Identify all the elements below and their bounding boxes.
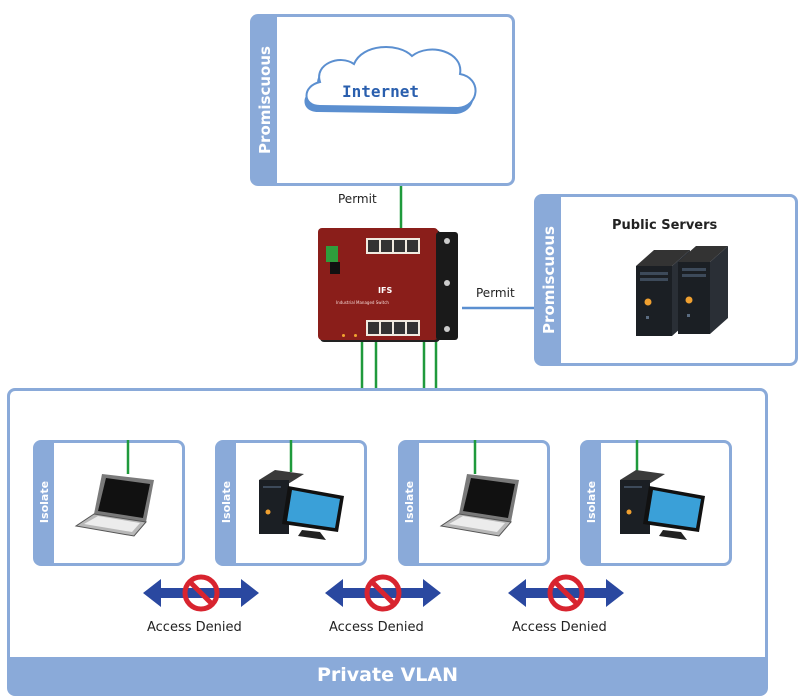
access-denied-label-3: Access Denied	[512, 620, 607, 635]
upper-port-row	[366, 238, 420, 254]
internet-zone-role-bar: Promiscuous	[253, 17, 277, 183]
port-icon	[407, 240, 418, 252]
led-icon	[354, 334, 357, 337]
switch-brand: IFS	[378, 286, 393, 295]
private-vlan-label: Private VLAN	[316, 664, 458, 686]
lower-port-row	[366, 320, 420, 336]
internet-zone-role-label: Promiscuous	[256, 46, 274, 154]
internet-permit-label: Permit	[338, 192, 377, 206]
switch-mount-hole-top	[444, 238, 450, 244]
isolate-role-bar: Isolate	[218, 443, 236, 563]
internet-label: Internet	[342, 82, 420, 101]
server-zone-role-bar: Promiscuous	[537, 197, 561, 363]
isolate-role-label: Isolate	[403, 480, 416, 524]
isolate-role-label: Isolate	[220, 480, 233, 524]
port-icon	[381, 240, 392, 252]
server-zone-role-label: Promiscuous	[540, 226, 558, 334]
port-icon	[407, 322, 418, 334]
isolate-role-label: Isolate	[585, 480, 598, 524]
port-icon	[368, 322, 379, 334]
isolate-role-bar: Isolate	[583, 443, 601, 563]
server-permit-label: Permit	[476, 286, 515, 300]
server-zone: Promiscuous	[534, 194, 798, 366]
public-servers-title: Public Servers	[612, 218, 718, 233]
power-terminal-base	[330, 262, 340, 274]
isolate-role-bar: Isolate	[401, 443, 419, 563]
isolate-role-bar: Isolate	[36, 443, 54, 563]
switch-mount-hole-bottom	[444, 326, 450, 332]
port-icon	[394, 322, 405, 334]
access-denied-label-1: Access Denied	[147, 620, 242, 635]
port-icon	[394, 240, 405, 252]
port-icon	[381, 322, 392, 334]
port-icon	[368, 240, 379, 252]
isolate-port-2: Isolate	[215, 440, 367, 566]
isolate-role-label: Isolate	[38, 480, 51, 524]
switch-mount-hole-mid	[444, 280, 450, 286]
switch[interactable]: IFS Industrial Managed Switch	[318, 228, 460, 342]
led-icon	[342, 334, 345, 337]
switch-mount-bracket	[436, 232, 458, 340]
private-vlan-footer: Private VLAN	[10, 657, 765, 693]
power-terminal	[326, 246, 338, 262]
switch-model-text: Industrial Managed Switch	[336, 300, 389, 305]
isolate-port-1: Isolate	[33, 440, 185, 566]
isolate-port-4: Isolate	[580, 440, 732, 566]
isolate-port-3: Isolate	[398, 440, 550, 566]
access-denied-label-2: Access Denied	[329, 620, 424, 635]
